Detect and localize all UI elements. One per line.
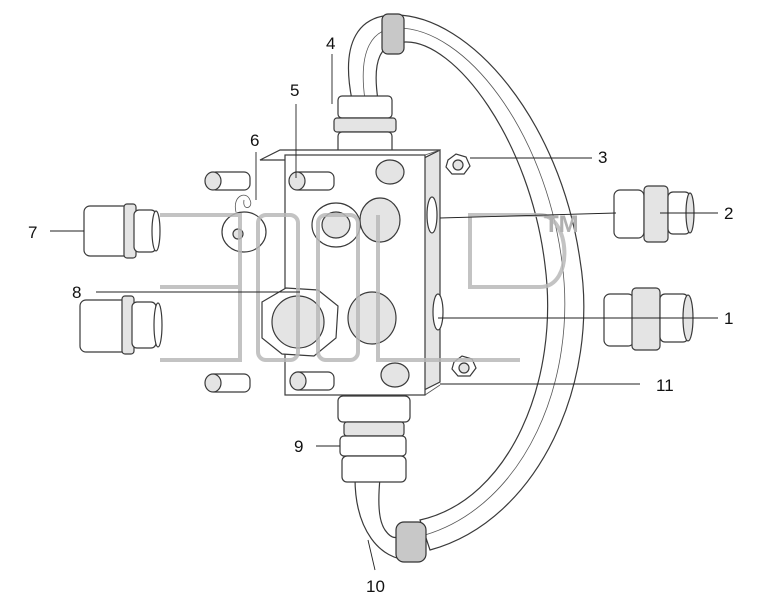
sensor bbox=[221, 194, 267, 253]
top-fitting bbox=[333, 95, 397, 155]
callout-4: 4 bbox=[326, 34, 335, 53]
callout-9: 9 bbox=[294, 437, 303, 456]
watermark-logo: TM bbox=[160, 211, 579, 362]
leader-lines bbox=[50, 54, 718, 571]
hose-thread-bottom bbox=[395, 521, 427, 563]
bolts bbox=[204, 171, 335, 393]
upper-hose bbox=[347, 14, 585, 551]
callout-10: 10 bbox=[366, 577, 385, 596]
hose-thread-top bbox=[381, 13, 405, 55]
callout-6: 6 bbox=[250, 131, 259, 150]
left-fitting-lower bbox=[79, 295, 163, 355]
right-fitting-2 bbox=[613, 185, 695, 243]
callout-7: 7 bbox=[28, 223, 37, 242]
left-fitting-upper bbox=[83, 203, 161, 259]
callout-5: 5 bbox=[290, 81, 299, 100]
trademark-mark: TM bbox=[544, 211, 579, 238]
callout-1: 1 bbox=[724, 309, 733, 328]
callout-8: 8 bbox=[72, 283, 81, 302]
bottom-fitting bbox=[337, 395, 411, 483]
callout-11: 11 bbox=[656, 376, 674, 395]
right-fitting-1 bbox=[603, 287, 694, 351]
callout-3: 3 bbox=[598, 148, 607, 167]
callout-2: 2 bbox=[724, 204, 733, 223]
